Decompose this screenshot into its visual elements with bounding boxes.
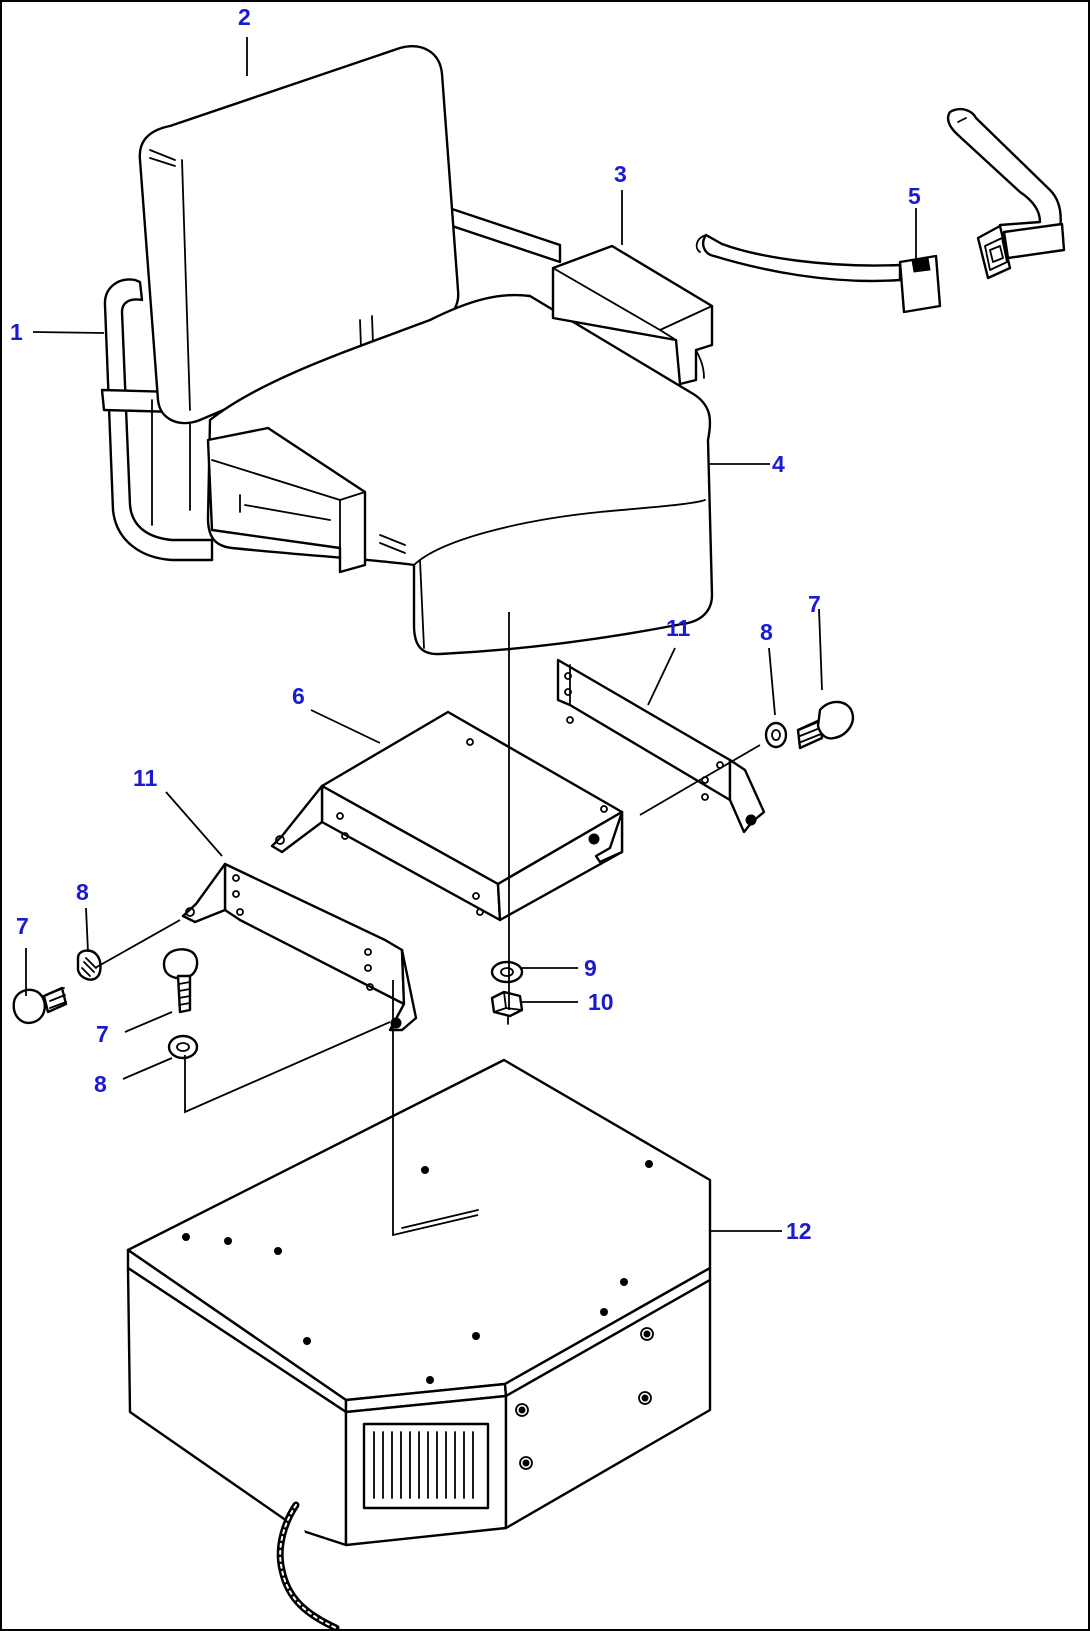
washer-bottom-part-8 [167,1034,199,1060]
callout-6: 6 [292,683,305,709]
seat-cushion-part-4 [206,293,714,656]
seat-console-box-part-12 [126,1058,712,1547]
backrest-part-2 [138,45,460,425]
armrest-left [206,426,367,574]
bolt-right-part-7 [796,700,855,750]
console-vent-grille [373,1431,474,1499]
bolt-bottom-part-7 [162,948,199,1014]
washer-right-part-8 [764,721,788,749]
callout-5: 5 [908,183,921,209]
callout-8-right: 8 [760,619,773,645]
callout-7-bottom: 7 [96,1021,109,1047]
bolt-left-part-7 [12,986,68,1025]
seat-mounting-plate-part-6 [270,710,624,922]
slide-rail-left-part-11 [181,862,418,1032]
callout-7-right: 7 [808,591,821,617]
callout-3: 3 [614,161,627,187]
slide-rail-right-part-11 [556,658,766,834]
callout-11-left: 11 [133,765,158,791]
washer-part-9 [490,960,524,984]
callout-9: 9 [584,955,597,981]
seat-belt-part-5 [695,107,1066,314]
armrest-right-part-3 [551,244,714,386]
assembly-center-lines [94,612,761,1237]
callout-leaders [25,37,917,1232]
washer-left-part-8 [76,949,102,981]
callout-8-left: 8 [76,879,89,905]
callout-11-right: 11 [666,615,691,641]
callout-labels: 2 1 3 4 5 6 11 8 7 11 8 7 7 8 9 10 12 [10,4,921,1244]
callout-2: 2 [238,4,251,30]
callout-7-left: 7 [16,913,29,939]
callout-10: 10 [588,989,614,1015]
nut-part-10 [490,990,524,1025]
callout-4: 4 [772,451,785,477]
callout-12: 12 [786,1218,812,1244]
wire-harness-cable [276,1501,340,1631]
callout-8-bottom: 8 [94,1071,107,1097]
callout-1: 1 [10,319,23,345]
